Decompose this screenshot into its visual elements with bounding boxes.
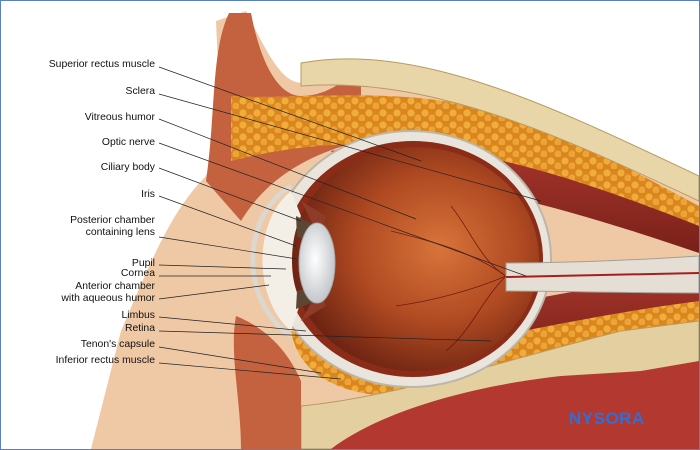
label-superior-rectus-muscle: Superior rectus muscle: [48, 59, 155, 70]
label-pupil: Pupil: [131, 258, 155, 269]
label-optic-nerve: Optic nerve: [101, 137, 155, 148]
label-iris: Iris: [141, 189, 155, 200]
label-sclera: Sclera: [125, 86, 155, 97]
leader-retina: [158, 330, 492, 342]
label-ciliary-body: Ciliary body: [100, 162, 155, 173]
cornea-shape: [250, 183, 293, 339]
orbital-roof: [300, 58, 699, 202]
leader-vitreous: [158, 118, 417, 220]
label-limbus: Limbus: [121, 310, 156, 321]
label-anterior-chamber-line-2: with aqueous humor: [61, 292, 155, 304]
label-posterior-chamber-line-2: containing lens: [85, 226, 155, 238]
svg-text:NYSORA: NYSORA: [569, 409, 645, 428]
label-anterior-chamber-line-1: Anterior chamber: [75, 281, 155, 292]
optic-nerve-vessel: [505, 272, 699, 278]
leader-optic-nerve: [158, 142, 527, 277]
leader-posterior-chamber: [158, 236, 298, 260]
leader-inferior-rectus: [158, 362, 342, 380]
lower-lid: [233, 316, 301, 449]
vitreous-body: [291, 147, 539, 371]
leader-anterior-chamber: [158, 284, 270, 300]
leader-ciliary-body: [158, 167, 302, 222]
label-vitreous-humor: Vitreous humor: [84, 112, 155, 123]
leader-pupil: [158, 264, 287, 270]
label-posterior-chamber: Posterior chamber containing lens: [70, 215, 155, 238]
anterior-chamber-shape: [262, 191, 301, 331]
leader-iris: [158, 195, 297, 247]
label-tenons-capsule: Tenon's capsule: [80, 339, 155, 350]
leader-limbus: [158, 316, 307, 332]
label-inferior-rectus-muscle: Inferior rectus muscle: [55, 355, 155, 366]
label-cornea: Cornea: [120, 268, 155, 279]
lens-shape: [298, 222, 336, 304]
retinal-vessels: [390, 205, 507, 352]
label-retina: Retina: [124, 323, 155, 334]
upper-orbital-fat: [231, 95, 699, 251]
maxillary-sinus: [331, 361, 699, 449]
leader-superior-rectus: [158, 66, 422, 162]
nysora-logo: NYSORA: [569, 409, 645, 428]
leader-sclera: [158, 93, 542, 202]
label-anterior-chamber: Anterior chamber with aqueous humor: [61, 281, 155, 304]
leader-tenons: [158, 346, 322, 374]
label-posterior-chamber-line-1: Posterior chamber: [70, 215, 155, 226]
